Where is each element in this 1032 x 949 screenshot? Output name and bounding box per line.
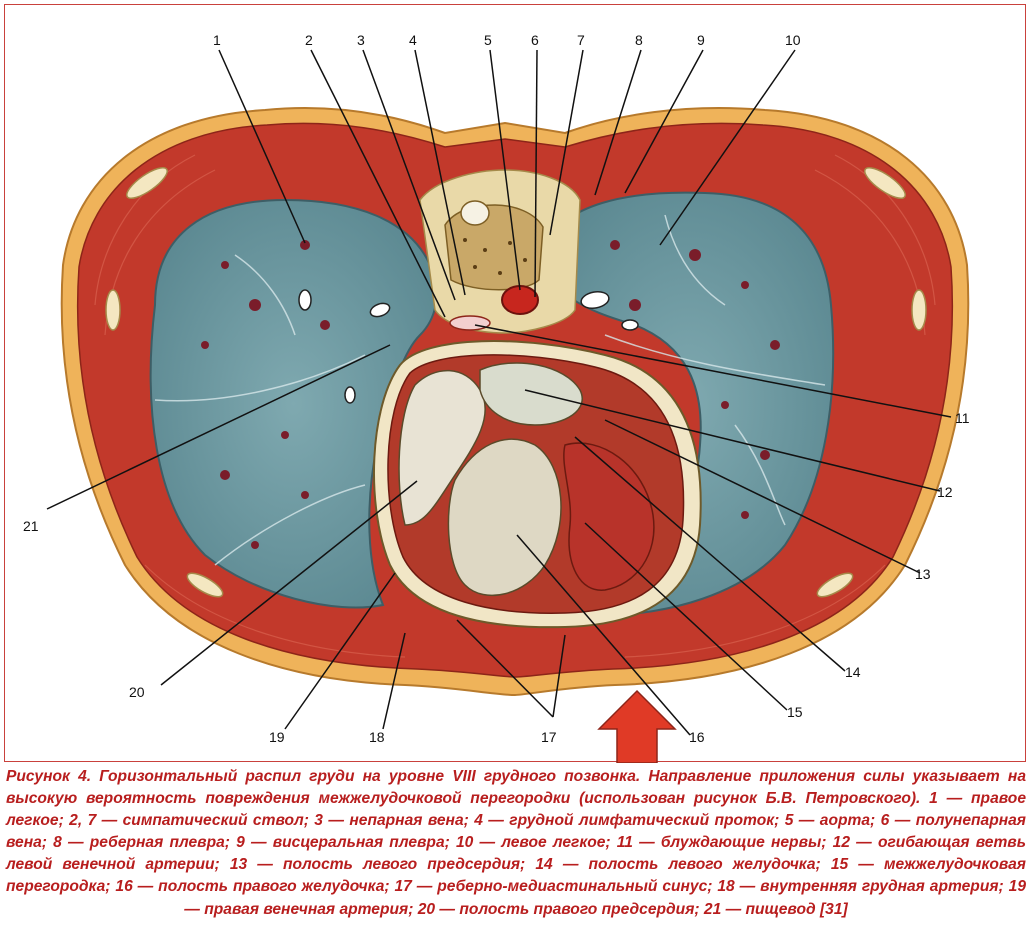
anatomy-illustration: 1 2 3 4 5 6 7 8 9 10 11 12 13 14 15 16 1… bbox=[23, 32, 970, 763]
label-5: 5 bbox=[484, 32, 492, 48]
label-13: 13 bbox=[915, 566, 931, 582]
left-lung bbox=[543, 191, 835, 617]
label-12: 12 bbox=[937, 484, 953, 500]
bronchi bbox=[298, 289, 639, 404]
label-15: 15 bbox=[787, 704, 803, 720]
label-18: 18 bbox=[369, 729, 385, 745]
label-7: 7 bbox=[577, 32, 585, 48]
lung-vessels bbox=[201, 240, 780, 549]
label-3: 3 bbox=[357, 32, 365, 48]
label-11: 11 bbox=[955, 410, 970, 426]
left-ventricle-cavity bbox=[563, 442, 655, 591]
label-19: 19 bbox=[269, 729, 285, 745]
label-17: 17 bbox=[541, 729, 557, 745]
label-21: 21 bbox=[23, 518, 39, 534]
aorta bbox=[501, 285, 539, 315]
label-2: 2 bbox=[305, 32, 313, 48]
figure-caption: Рисунок 4. Горизонтальный распил груди н… bbox=[6, 768, 1026, 918]
label-14: 14 bbox=[845, 664, 861, 680]
figure-frame: 1 2 3 4 5 6 7 8 9 10 11 12 13 14 15 16 1… bbox=[4, 4, 1026, 763]
spinal-cord bbox=[460, 200, 490, 226]
left-atrium-cavity bbox=[479, 362, 583, 426]
right-ventricle-cavity bbox=[447, 438, 562, 597]
label-4: 4 bbox=[409, 32, 417, 48]
figure-labels: 1 2 3 4 5 6 7 8 9 10 11 12 13 14 15 16 1… bbox=[23, 32, 970, 745]
leader-lines bbox=[46, 49, 952, 736]
vertebral-bone-pattern bbox=[463, 238, 527, 275]
lung-fissures bbox=[154, 214, 826, 566]
ribs bbox=[105, 167, 927, 598]
right-atrium-cavity bbox=[398, 369, 486, 526]
force-direction-arrow bbox=[597, 689, 677, 763]
label-1: 1 bbox=[213, 32, 221, 48]
label-9: 9 bbox=[697, 32, 705, 48]
vertebral-body bbox=[444, 204, 544, 291]
label-10: 10 bbox=[785, 32, 801, 48]
label-20: 20 bbox=[129, 684, 145, 700]
esophagus bbox=[449, 315, 491, 331]
label-6: 6 bbox=[531, 32, 539, 48]
label-16: 16 bbox=[689, 729, 705, 745]
label-8: 8 bbox=[635, 32, 643, 48]
